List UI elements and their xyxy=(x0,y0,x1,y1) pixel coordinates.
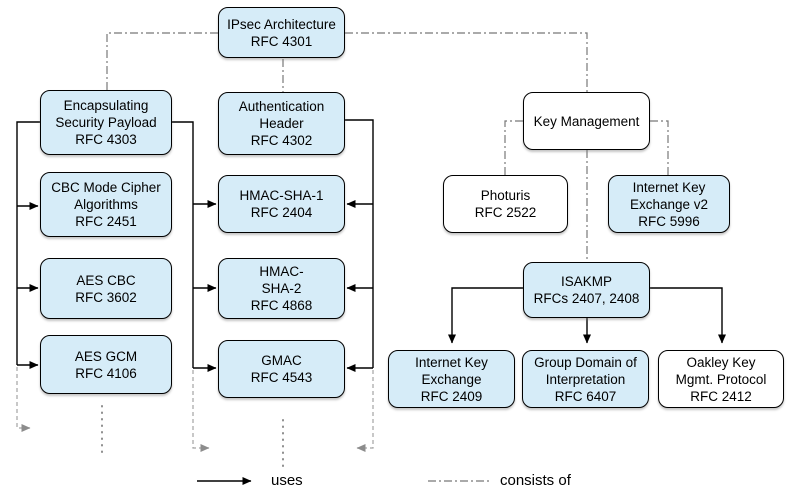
ah-right-bus xyxy=(345,119,374,368)
ipsec-to-key-mgmt xyxy=(345,32,588,92)
node-key-management: Key Management xyxy=(523,92,650,150)
node-ipsec-architecture: IPsec Architecture RFC 4301 xyxy=(218,7,345,58)
node-internet-key-exchange: Internet Key Exchange RFC 2409 xyxy=(388,350,515,408)
legend-consists-of-label: consists of xyxy=(500,472,571,489)
node-oakley-key-mgmt: Oakley Key Mgmt. Protocol RFC 2412 xyxy=(658,350,784,408)
esp-right-bus xyxy=(172,121,194,368)
node-internet-key-exchange-v2: Internet Key Exchange v2 RFC 5996 xyxy=(608,175,730,233)
node-hmac-sha-1: HMAC-SHA-1 RFC 2404 xyxy=(218,175,345,233)
continuation-left-bus xyxy=(16,367,31,432)
key-mgmt-to-ikev2 xyxy=(650,120,669,175)
node-gmac: GMAC RFC 4543 xyxy=(218,340,345,398)
node-hmac-sha-2: HMAC- SHA-2 RFC 4868 xyxy=(218,258,345,319)
ipsec-to-esp xyxy=(106,32,218,90)
node-photuris: Photuris RFC 2522 xyxy=(443,175,568,233)
uses-connectors xyxy=(16,119,726,485)
ellipsis-dots xyxy=(101,405,284,467)
node-aes-cbc: AES CBC RFC 3602 xyxy=(40,258,172,319)
isakmp-to-ike xyxy=(448,287,523,344)
continuation-middle-right-bus xyxy=(356,370,374,452)
node-group-domain-of-interpretation: Group Domain of Interpretation RFC 6407 xyxy=(522,350,649,408)
node-authentication-header: Authentication Header RFC 4302 xyxy=(218,92,345,155)
node-esp: Encapsulating Security Payload RFC 4303 xyxy=(40,90,172,155)
key-mgmt-to-photuris xyxy=(504,120,523,175)
continuation-connectors xyxy=(16,367,374,452)
consists-of-connectors xyxy=(106,32,669,482)
node-aes-gcm: AES GCM RFC 4106 xyxy=(40,335,172,394)
legend-uses-label: uses xyxy=(271,472,303,489)
isakmp-to-oakley xyxy=(650,287,726,344)
continuation-middle-left-bus xyxy=(192,370,210,452)
esp-left-bus xyxy=(16,121,40,365)
node-isakmp: ISAKMP RFCs 2407, 2408 xyxy=(523,262,650,318)
node-cbc-mode-cipher: CBC Mode Cipher Algorithms RFC 2451 xyxy=(40,172,172,237)
